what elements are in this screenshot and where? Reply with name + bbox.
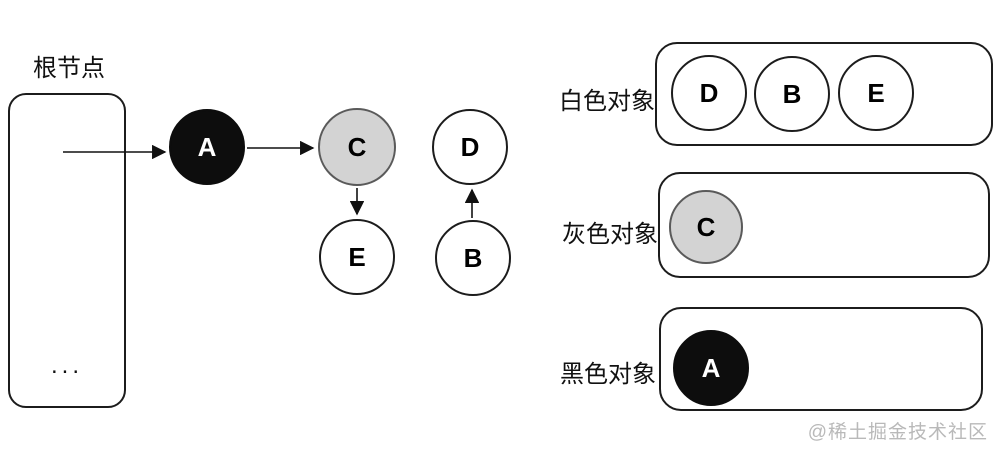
legend-gray-item-c: C [669,190,743,264]
graph-node-e: E [319,219,395,295]
root-node-label: 根节点 [33,55,105,82]
graph-node-c: C [318,108,396,186]
watermark: @稀土掘金技术社区 [807,422,988,443]
graph-node-b: B [435,220,511,296]
legend-white-label: 白色对象 [559,88,655,115]
legend-black-item-a: A [673,330,749,406]
root-ellipsis: ... [50,352,83,379]
legend-white-item-b: B [754,56,830,132]
graph-node-d: D [432,109,508,185]
legend-white-item-e: E [838,55,914,131]
graph-node-a: A [169,109,245,185]
legend-black-label: 黑色对象 [560,361,656,388]
root-node-box [8,93,126,408]
legend-gray-label: 灰色对象 [562,221,658,248]
legend-white-item-d: D [671,55,747,131]
